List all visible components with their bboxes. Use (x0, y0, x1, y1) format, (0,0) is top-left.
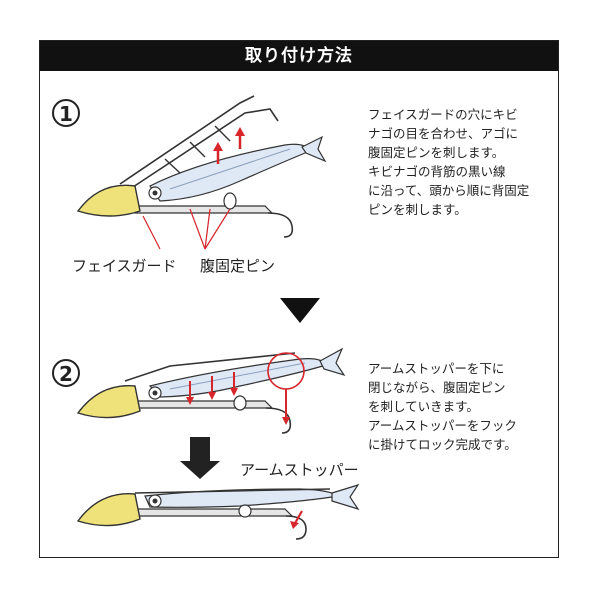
down-arrow (180, 437, 220, 479)
step2-rig-illustration (76, 347, 346, 434)
step1-number-badge: 1 (52, 99, 80, 127)
arm-stopper-label: アームストッパー (240, 461, 359, 479)
face-guard-label: フェイスガード (72, 257, 177, 275)
step2-result-illustration (76, 483, 360, 540)
step2-instruction: アームストッパーを下に 閉じながら、腹固定ピン を刺していきます。 アームストッ… (368, 361, 517, 452)
instruction-panel: 取り付け方法 (39, 40, 559, 558)
jig-head (76, 184, 141, 217)
belly-pins-label: 腹固定ピン (200, 257, 276, 275)
step1-instruction: フェイスガードの穴にキビ ナゴの目を合わせ、アゴに 腹固定ピンを刺します。 キビ… (368, 107, 530, 217)
page-title: 取り付け方法 (40, 41, 558, 71)
step1-rig-illustration (76, 95, 327, 250)
step2-number-badge: 2 (52, 359, 80, 387)
illustration-canvas (76, 95, 360, 540)
next-step-triangle (280, 298, 320, 323)
